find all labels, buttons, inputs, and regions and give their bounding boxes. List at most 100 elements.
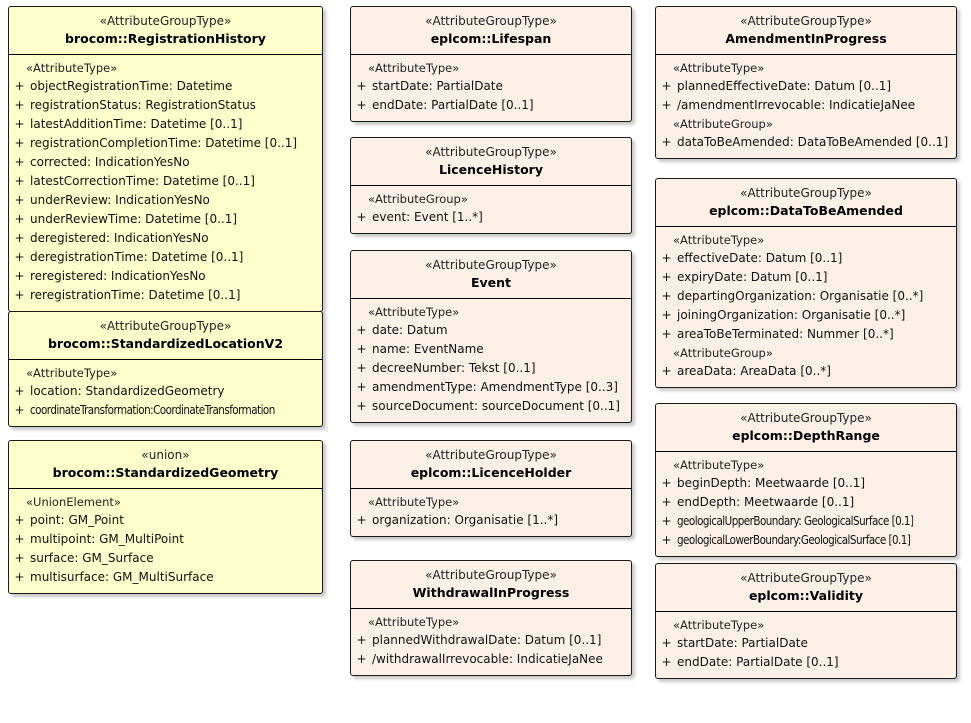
attribute-row[interactable]: + /withdrawalIrrevocable: IndicatieJaNee [351, 650, 631, 669]
attribute-row[interactable]: + surface: GM_Surface [9, 549, 322, 568]
attribute-row[interactable]: + event: Event [1..*] [351, 208, 631, 227]
class-box-lifespan[interactable]: «AttributeGroupType» eplcom::Lifespan «A… [350, 6, 632, 122]
visibility-marker: + [661, 79, 672, 93]
attribute-row[interactable]: + coordinateTransformation:CoordinateTra… [9, 401, 322, 420]
attribute-row[interactable]: + decreeNumber: Tekst [0..1] [351, 359, 631, 378]
attribute-row[interactable]: + effectiveDate: Datum [0..1] [656, 249, 956, 268]
visibility-marker: + [14, 212, 25, 226]
visibility-marker: + [661, 476, 672, 490]
attribute-row[interactable]: + latestCorrectionTime: Datetime [0..1] [9, 172, 322, 191]
attribute-row[interactable]: + departingOrganization: Organisatie [0.… [656, 287, 956, 306]
attribute-text: endDate: PartialDate [0..1] [677, 655, 839, 669]
class-name: eplcom::DepthRange [732, 428, 880, 443]
class-stereotype: «AttributeGroupType» [740, 411, 872, 425]
attribute-row[interactable]: + startDate: PartialDate [656, 634, 956, 653]
attribute-row[interactable]: + location: StandardizedGeometry [9, 382, 322, 401]
class-box-licence-history[interactable]: «AttributeGroupType» LicenceHistory «Att… [350, 137, 632, 234]
attribute-row[interactable]: + point: GM_Point [9, 511, 322, 530]
class-stereotype: «AttributeGroupType» [425, 568, 557, 582]
visibility-marker: + [661, 636, 672, 650]
attribute-row[interactable]: + underReviewTime: Datetime [0..1] [9, 210, 322, 229]
attribute-text: deregistered: IndicationYesNo [30, 231, 209, 245]
attribute-text: corrected: IndicationYesNo [30, 155, 190, 169]
attribute-text: areaToBeTerminated: Nummer [0..*] [677, 327, 894, 341]
attribute-row[interactable]: + multisurface: GM_MultiSurface [9, 568, 322, 587]
attribute-row[interactable]: + /amendmentIrrevocable: IndicatieJaNee [656, 96, 956, 115]
attribute-row[interactable]: + geologicalUpperBoundary: GeologicalSur… [656, 512, 956, 531]
class-box-data-to-be-amended[interactable]: «AttributeGroupType» eplcom::DataToBeAme… [655, 178, 957, 388]
attribute-row[interactable]: + deregistered: IndicationYesNo [9, 229, 322, 248]
attribute-row[interactable]: + endDepth: Meetwaarde [0..1] [656, 493, 956, 512]
attribute-text: date: Datum [372, 323, 448, 337]
attribute-row[interactable]: + corrected: IndicationYesNo [9, 153, 322, 172]
attribute-text: reregistrationTime: Datetime [0..1] [30, 288, 241, 302]
attribute-row[interactable]: + registrationStatus: RegistrationStatus [9, 96, 322, 115]
attribute-text: effectiveDate: Datum [0..1] [677, 251, 843, 265]
class-stereotype: «AttributeGroupType» [99, 319, 232, 333]
attribute-row[interactable]: + multipoint: GM_MultiPoint [9, 530, 322, 549]
attribute-text: decreeNumber: Tekst [0..1] [372, 361, 536, 375]
attribute-text: organization: Organisatie [1..*] [372, 513, 559, 527]
class-box-licence-holder[interactable]: «AttributeGroupType» eplcom::LicenceHold… [350, 440, 632, 537]
class-box-standardized-geometry[interactable]: «union» brocom::StandardizedGeometry «Un… [8, 440, 323, 594]
visibility-marker: + [356, 323, 367, 337]
attribute-row[interactable]: + reregistered: IndicationYesNo [9, 267, 322, 286]
attribute-row[interactable]: + sourceDocument: sourceDocument [0..1] [351, 397, 631, 416]
class-name: eplcom::LicenceHolder [410, 465, 572, 480]
attribute-row[interactable]: + plannedEffectiveDate: Datum [0..1] [656, 77, 956, 96]
attribute-row[interactable]: + startDate: PartialDate [351, 77, 631, 96]
class-box-withdrawal-in-progress[interactable]: «AttributeGroupType» WithdrawalInProgres… [350, 560, 632, 676]
attribute-row[interactable]: + joiningOrganization: Organisatie [0..*… [656, 306, 956, 325]
class-stereotype: «AttributeGroupType» [425, 448, 557, 462]
attribute-text: amendmentType: AmendmentType [0..3] [372, 380, 618, 394]
class-name: Event [470, 275, 512, 290]
attribute-row[interactable]: + date: Datum [351, 321, 631, 340]
attribute-row[interactable]: + latestAdditionTime: Datetime [0..1] [9, 115, 322, 134]
attribute-row[interactable]: + areaToBeTerminated: Nummer [0..*] [656, 325, 956, 344]
class-stereotype: «AttributeGroupType» [740, 186, 872, 200]
attribute-section-label: «AttributeGroup» [673, 346, 773, 360]
class-box-amendment-in-progress[interactable]: «AttributeGroupType» AmendmentInProgress… [655, 6, 957, 159]
attribute-row[interactable]: + underReview: IndicationYesNo [9, 191, 322, 210]
visibility-marker: + [14, 570, 25, 584]
visibility-marker: + [14, 269, 25, 283]
visibility-marker: + [14, 250, 25, 264]
visibility-marker: + [356, 513, 367, 527]
attribute-row[interactable]: + beginDepth: Meetwaarde [0..1] [656, 474, 956, 493]
class-body: «AttributeType» + startDate: PartialDate… [351, 55, 631, 121]
class-box-validity[interactable]: «AttributeGroupType» eplcom::Validity «A… [655, 563, 957, 679]
attribute-row[interactable]: + amendmentType: AmendmentType [0..3] [351, 378, 631, 397]
attribute-row[interactable]: + organization: Organisatie [1..*] [351, 511, 631, 530]
visibility-marker: + [14, 513, 25, 527]
attribute-row[interactable]: + reregistrationTime: Datetime [0..1] [9, 286, 322, 305]
class-box-event[interactable]: «AttributeGroupType» Event «AttributeTyp… [350, 250, 632, 423]
attribute-row[interactable]: + expiryDate: Datum [0..1] [656, 268, 956, 287]
attribute-text: endDate: PartialDate [0..1] [372, 98, 534, 112]
attribute-section-label: «UnionElement» [26, 495, 121, 509]
attribute-row[interactable]: + endDate: PartialDate [0..1] [656, 653, 956, 672]
attribute-row[interactable]: + areaData: AreaData [0..*] [656, 362, 956, 381]
class-box-standardized-location-v2[interactable]: «AttributeGroupType» brocom::Standardize… [8, 311, 323, 427]
attribute-row[interactable]: + geologicalLowerBoundary:GeologicalSurf… [656, 531, 956, 550]
class-body: «AttributeGroup» + event: Event [1..*] [351, 186, 631, 233]
visibility-marker: + [14, 532, 25, 546]
attribute-row[interactable]: + endDate: PartialDate [0..1] [351, 96, 631, 115]
class-box-depth-range[interactable]: «AttributeGroupType» eplcom::DepthRange … [655, 403, 957, 557]
class-name: eplcom::Validity [748, 588, 864, 603]
visibility-marker: + [14, 155, 25, 169]
visibility-marker: + [356, 380, 367, 394]
attribute-text: point: GM_Point [30, 513, 124, 527]
class-box-registration-history[interactable]: «AttributeGroupType» brocom::Registratio… [8, 6, 323, 312]
attribute-row[interactable]: + name: EventName [351, 340, 631, 359]
attribute-row[interactable]: + registrationCompletionTime: Datetime [… [9, 134, 322, 153]
attribute-row[interactable]: + dataToBeAmended: DataToBeAmended [0..1… [656, 133, 956, 152]
attribute-text: coordinateTransformation:CoordinateTrans… [30, 403, 275, 417]
class-body: «AttributeType» + date: Datum + name: Ev… [351, 299, 631, 422]
attribute-text: sourceDocument: sourceDocument [0..1] [372, 399, 620, 413]
attribute-row[interactable]: + plannedWithdrawalDate: Datum [0..1] [351, 631, 631, 650]
attribute-text: objectRegistrationTime: Datetime [30, 79, 233, 93]
visibility-marker: + [14, 403, 25, 417]
attribute-row[interactable]: + deregistrationTime: Datetime [0..1] [9, 248, 322, 267]
visibility-marker: + [661, 135, 672, 149]
attribute-row[interactable]: + objectRegistrationTime: Datetime [9, 77, 322, 96]
